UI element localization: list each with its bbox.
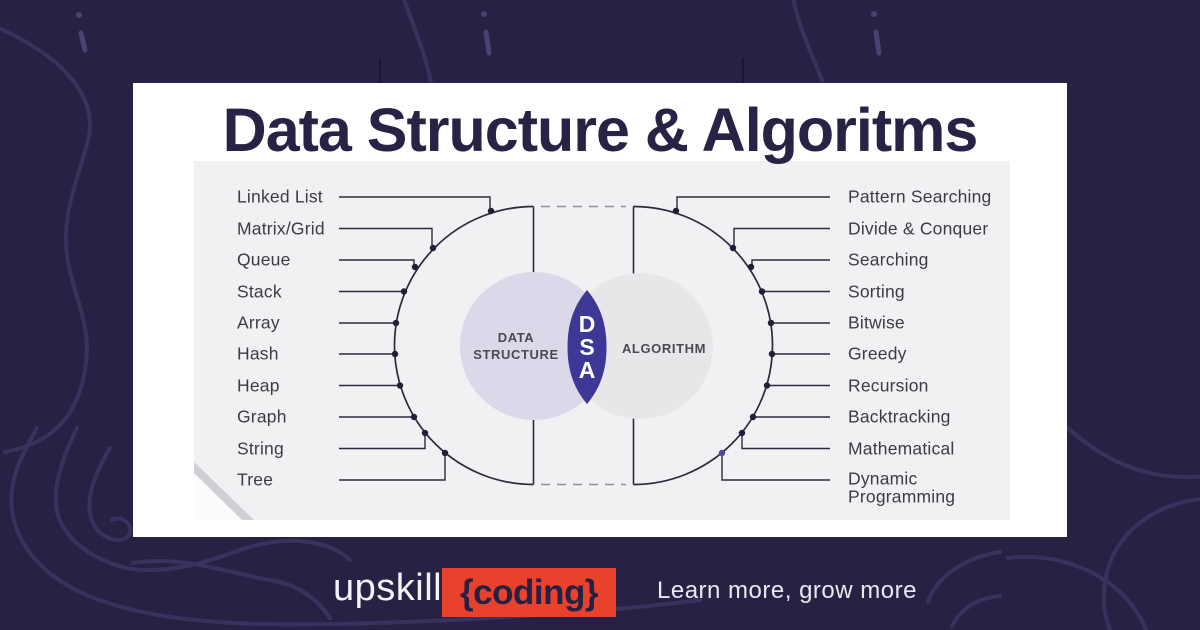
topic-pattern-searching: Pattern Searching: [848, 186, 992, 207]
topic-divide-conquer: Divide & Conquer: [848, 218, 989, 238]
topic-bitwise: Bitwise: [848, 312, 905, 333]
topic-array: Array: [237, 312, 280, 333]
topic-stack: Stack: [237, 281, 282, 301]
topic-heap: Heap: [237, 375, 280, 395]
dsa-letter-d: D: [578, 311, 596, 337]
contour-line: [950, 594, 1002, 628]
contour-line: [402, 0, 433, 85]
contour-line: [1006, 555, 1149, 630]
i-mark-dash-icon: [483, 29, 492, 56]
i-mark-dot-icon: [76, 12, 82, 18]
contour-line: [131, 558, 332, 620]
topic-queue: Queue: [237, 249, 291, 270]
contour-line: [9, 426, 702, 627]
edge-ticks: [379, 58, 744, 83]
i-mark-dot-icon: [481, 11, 487, 17]
i-mark-dash-icon: [78, 30, 88, 53]
topic-recursion: Recursion: [848, 375, 929, 395]
venn-label-data-structure: DATA STRUCTURE: [473, 330, 559, 362]
brand-name-upskill: upskill: [333, 567, 443, 609]
contour-line: [0, 26, 92, 454]
topic-linked-list: Linked List: [237, 186, 323, 207]
venn-label-algorithm: ALGORITHM: [621, 341, 707, 356]
contour-line: [791, 0, 825, 85]
topic-graph: Graph: [237, 406, 287, 427]
topic-searching: Searching: [848, 249, 929, 270]
topic-greedy: Greedy: [848, 343, 907, 364]
contour-line: [1066, 426, 1200, 479]
i-tick-marks: [76, 11, 882, 56]
contour-line: [1101, 497, 1200, 630]
dsa-letter-a: A: [578, 356, 596, 383]
topic-tree: Tree: [237, 469, 274, 490]
page-title: Data Structure & Algoritms: [222, 96, 979, 164]
topic-mathematical: Mathematical: [848, 438, 955, 458]
contour-line: [926, 550, 1002, 604]
i-mark-dash-icon: [873, 29, 882, 56]
contour-line: [53, 426, 352, 573]
topic-backtracking: Backtracking: [848, 406, 951, 427]
brand-tagline: Learn more, grow more: [657, 577, 917, 604]
i-mark-dot-icon: [871, 11, 877, 17]
topic-sorting: Sorting: [848, 281, 905, 301]
topic-hash: Hash: [237, 343, 279, 364]
topic-matrix-grid: Matrix/Grid: [237, 218, 325, 238]
dsa-lens-letters: D S A: [569, 313, 605, 381]
brand-name-coding: {coding}: [460, 572, 598, 612]
dsa-letter-s: S: [579, 333, 595, 360]
contour-line: [87, 446, 133, 542]
brand-box: {coding}: [442, 568, 616, 617]
topic-string: String: [237, 438, 284, 458]
topic-dynamic-programming: Dynamic Programming: [848, 468, 956, 506]
